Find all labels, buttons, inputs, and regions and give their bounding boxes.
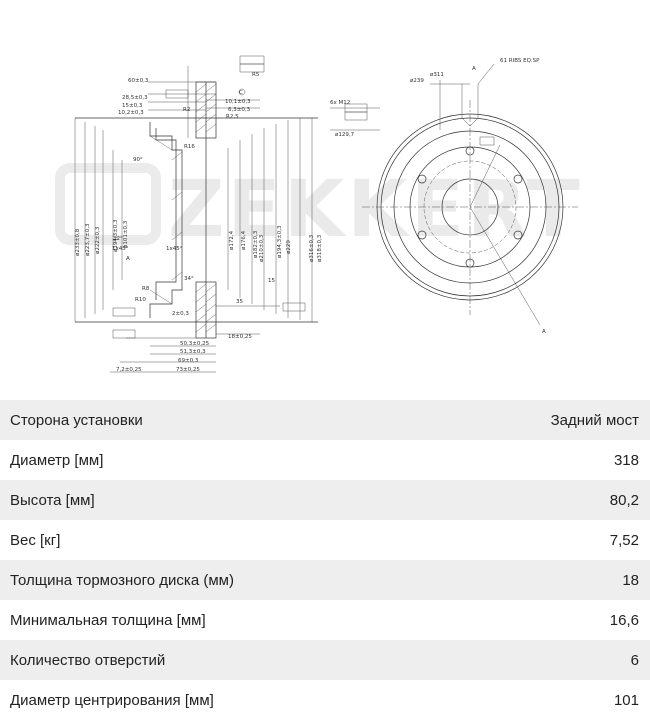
dim-73: 73±0,25 xyxy=(176,367,200,373)
label-d311: ø311 xyxy=(430,72,444,78)
dim-69: 69±0,3 xyxy=(178,358,199,364)
dim-angle-90: 90° xyxy=(133,157,143,163)
dim-angle-32: 32° xyxy=(113,236,123,242)
spec-value: 18 xyxy=(622,571,639,589)
dim-d176: ø176,4 xyxy=(241,230,247,250)
dim-d194: ø194,3±0,3 xyxy=(113,219,119,252)
dim-d223: ø223,7±0,3 xyxy=(85,223,91,256)
dim-10b: 10,1±0,3 xyxy=(225,99,251,105)
spec-value: Задний мост xyxy=(550,411,639,429)
spec-label: Высота [мм] xyxy=(10,491,95,509)
spec-label: Сторона установки xyxy=(10,411,143,429)
dim-r2: R2 xyxy=(183,107,190,113)
dim-10: 10,2±0,3 xyxy=(118,110,144,116)
marker-a-top: A xyxy=(472,66,476,72)
technical-drawing: ZEKKERT xyxy=(55,55,583,373)
spec-row: Толщина тормозного диска (мм) 18 xyxy=(0,560,650,600)
spec-value: 318 xyxy=(613,451,639,469)
dim-angle-34: 34° xyxy=(184,276,194,282)
marker-a: A xyxy=(126,256,130,262)
dim-35: 35 xyxy=(236,299,243,305)
dim-r10: R10 xyxy=(135,297,146,303)
spec-row: Сторона установки Задний мост xyxy=(0,400,650,440)
spec-label: Толщина тормозного диска (мм) xyxy=(10,571,234,589)
spec-row: Диаметр [мм] 318 xyxy=(0,440,650,480)
spec-label: Диаметр [мм] xyxy=(10,451,104,469)
dim-chamfer: 1x45° xyxy=(112,246,129,252)
dim-28: 28,5±0,3 xyxy=(122,95,148,101)
watermark-text: ZEKKERT xyxy=(168,165,583,255)
spec-value: 16,6 xyxy=(609,611,639,629)
dim-r25: R2,5 xyxy=(226,114,239,120)
spec-row: Высота [мм] 80,2 xyxy=(0,480,650,520)
watermark-logo: ZEKKERT xyxy=(55,163,583,255)
spec-row: Диаметр центрирования [мм] 101 xyxy=(0,680,650,720)
dim-d222: ø222±0,3 xyxy=(95,226,101,254)
dim-r5: R5 xyxy=(252,72,260,78)
dim-2: 2±0,3 xyxy=(172,311,189,317)
dim-60: 60±0,3 xyxy=(128,78,149,84)
dim-50: 50,3±0,25 xyxy=(180,341,210,347)
label-d239: ø239 xyxy=(410,78,424,84)
dim-d229: ø229 xyxy=(286,240,292,254)
dim-15: 15±0,3 xyxy=(122,103,143,109)
dim-7-2: 7,2±0,25 xyxy=(116,367,142,373)
dim-d318: ø318±0,3 xyxy=(317,234,323,262)
section-view: 60±0,3 28,5±0,3 15±0,3 10,2±0,3 10,1±0,3… xyxy=(74,55,323,373)
spec-row: Минимальная толщина [мм] 16,6 xyxy=(0,600,650,640)
front-view: 61 RIBS EQ.SP ø311 ø239 ø129,7 6x M12 A … xyxy=(330,58,578,335)
dim-chamfer-2: 1x45° xyxy=(166,246,183,252)
spec-row: Количество отверстий 6 xyxy=(0,640,650,680)
dim-d210: ø194,3±0,3 xyxy=(277,225,283,258)
dim-d182: ø182±0,3 xyxy=(253,230,259,258)
label-holes: 6x M12 xyxy=(330,100,350,106)
dim-d233: ø233±0,8 xyxy=(75,228,81,256)
dim-d316: ø316±0,3 xyxy=(309,234,315,262)
spec-label: Количество отверстий xyxy=(10,651,166,669)
dim-d222-right: ø210±0,3 xyxy=(259,234,265,262)
label-ribs: 61 RIBS EQ.SP xyxy=(500,58,540,64)
dim-d172: ø172,4 xyxy=(229,230,235,250)
marker-c: C xyxy=(239,90,243,96)
label-d129: ø129,7 xyxy=(335,132,355,138)
dim-r8: R8 xyxy=(142,286,150,292)
spec-label: Диаметр центрирования [мм] xyxy=(10,691,214,709)
spec-label: Минимальная толщина [мм] xyxy=(10,611,206,629)
spec-label: Вес [кг] xyxy=(10,531,61,549)
spec-value: 101 xyxy=(613,691,639,709)
dim-15b: 15 xyxy=(268,278,275,284)
marker-a-bottom: A xyxy=(542,329,546,335)
spec-row: Вес [кг] 7,52 xyxy=(0,520,650,560)
spec-value: 6 xyxy=(630,651,639,669)
spec-value: 7,52 xyxy=(609,531,639,549)
dim-r16: R16 xyxy=(184,144,195,150)
dim-d101: ø101±0,3 xyxy=(123,220,129,248)
spec-value: 80,2 xyxy=(609,491,639,509)
dim-6: 6,3±0,3 xyxy=(228,107,251,113)
dim-18: 18±0,25 xyxy=(228,334,252,340)
dim-51: 51,3±0,3 xyxy=(180,349,206,355)
